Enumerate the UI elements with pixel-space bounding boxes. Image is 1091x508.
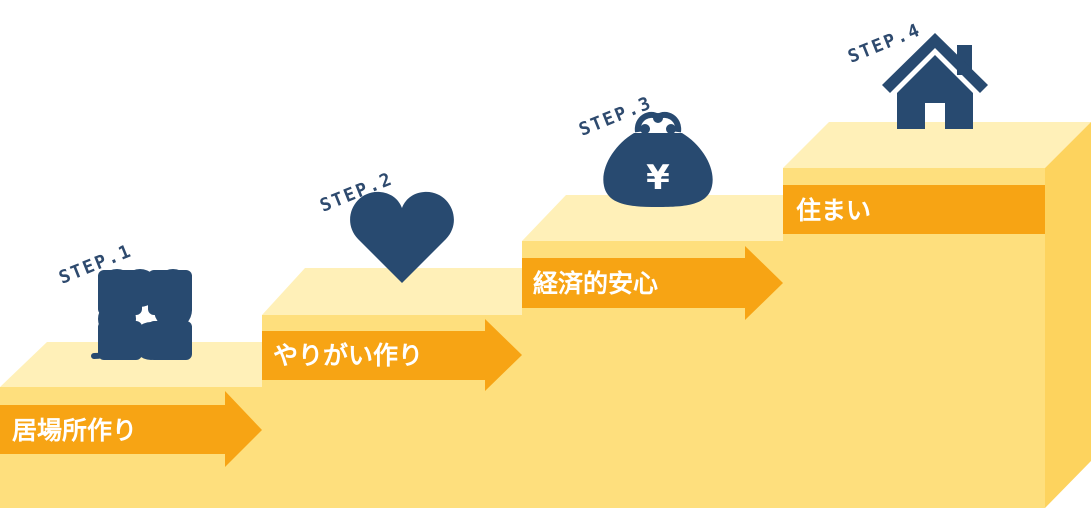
step-2-block-top bbox=[262, 268, 565, 315]
house-icon bbox=[882, 33, 988, 129]
step-4-banner bbox=[783, 185, 1045, 234]
step-1-arrow bbox=[0, 391, 262, 467]
purse-yen-icon: ¥ bbox=[603, 111, 713, 207]
step-4-block-side bbox=[1045, 122, 1091, 508]
step-4-block bbox=[783, 122, 1091, 508]
step-3-title: 経済的安心 bbox=[533, 269, 658, 298]
step-4-title: 住まい bbox=[796, 196, 871, 225]
step-4-block-top bbox=[783, 122, 1091, 168]
step-3-arrow bbox=[522, 246, 783, 320]
heart-icon bbox=[350, 191, 454, 283]
step-3-block-top bbox=[522, 195, 828, 241]
purse-yen-symbol: ¥ bbox=[646, 158, 670, 198]
clover-icon bbox=[91, 269, 192, 360]
step-2-arrow bbox=[262, 319, 522, 391]
step-1-block-top bbox=[0, 342, 305, 387]
step-1-title: 居場所作り bbox=[12, 416, 137, 445]
step-2-block bbox=[262, 268, 565, 508]
step-3-block bbox=[522, 195, 828, 508]
step-2-title: やりがい作り bbox=[273, 341, 423, 370]
